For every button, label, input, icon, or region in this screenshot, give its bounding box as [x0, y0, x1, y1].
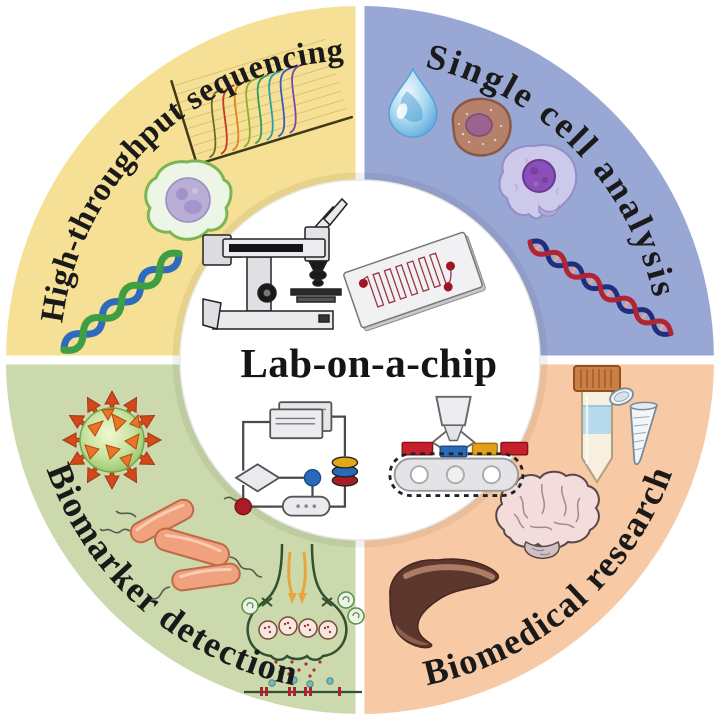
- amplification-curves-plot-icon: [169, 38, 354, 166]
- inverted-microscope-icon: [202, 197, 349, 330]
- immune-cell-icon: [498, 144, 578, 220]
- dna-double-helix-icon: [60, 249, 183, 354]
- center-circle-shadow: [172, 172, 548, 548]
- dna-double-helix-icon: [527, 238, 674, 337]
- virus-particle-icon: [62, 390, 162, 490]
- synapse-neurotransmitters-icon: [241, 543, 365, 696]
- workflow-flowchart-icon: [234, 401, 359, 517]
- water-droplet-icon: [388, 67, 438, 138]
- center-title: Lab-on-a-chip: [240, 340, 497, 386]
- tumor-cell-icon: [451, 97, 512, 157]
- microcentrifuge-tube-icon: [609, 387, 659, 466]
- microfluidic-chip-icon: [343, 231, 486, 332]
- stained-cell-icon: [144, 159, 233, 241]
- centrifuge-tube-icon: [573, 365, 621, 484]
- bacteria-rods-icon: [99, 496, 263, 608]
- conveyor-sorter-icon: [388, 395, 529, 498]
- liver-icon: [389, 558, 500, 649]
